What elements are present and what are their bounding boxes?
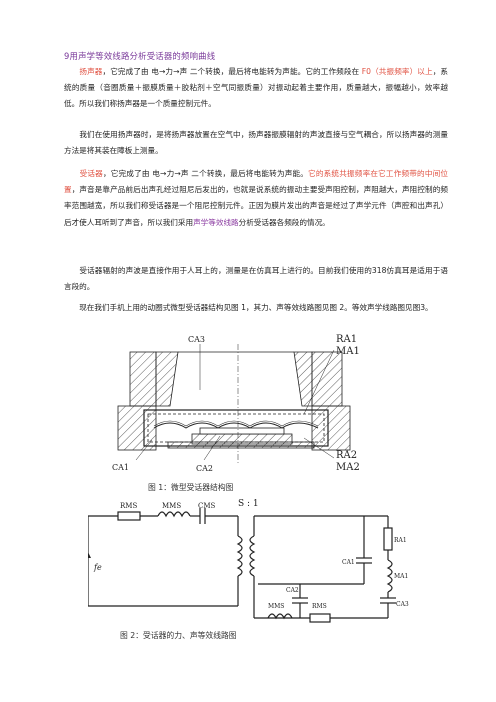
paragraph-figures-intro: 现在我们手机上用的动圈式微型受话器结构见图 1，其力、声等效线路图见图 2。等效…	[64, 300, 448, 316]
label-ma1: MA1	[394, 573, 408, 580]
receiver-structure-diagram: CA3 RA1 MA1 RA2 MA2 CA1 CA2	[112, 334, 360, 473]
label-ca1: CA1	[342, 559, 355, 566]
paragraph-ear-simulator: 受话器辐射的声波是直接作用于人耳上的，测量是在仿真耳上进行的。目前我们使用的31…	[64, 263, 448, 295]
label-turns-ratio: S : 1	[238, 499, 259, 509]
paragraph-speaker-text: ，它完成了由 电→力→声 二个转换，最后将电能转为声能。它的工作频段在	[102, 67, 362, 76]
label-ma2: MA2	[336, 462, 360, 473]
paragraph-figures-intro-text: 现在我们手机上用的动圈式微型受话器结构见图 1，其力、声等效线路图见图 2。等效…	[79, 303, 433, 312]
paragraph-receiver: 受话器，它完成了由 电→力→声 二个转换，最后将电能转为声能。它的系统共振频率在…	[64, 166, 448, 231]
label-mms-top: MMS	[162, 502, 181, 510]
label-ca2: CA2	[286, 587, 299, 594]
label-rms-bottom: RMS	[312, 603, 327, 610]
equivalent-circuit-diagram: RMS MMS CMS S : 1 fe RA1 CA1 MA1 CA2 CA3…	[88, 499, 409, 623]
label-ca3: CA3	[188, 335, 205, 344]
paragraph-ear-simulator-text: 受话器辐射的声波是直接作用于人耳上的，测量是在仿真耳上进行的。目前我们使用的31…	[64, 266, 448, 292]
label-ca3: CA3	[396, 601, 409, 608]
paragraph-speaker-measure: 我们在使用扬声器时，是将扬声器放置在空气中，扬声器振膜辐射的声波直接与空气耦合，…	[64, 127, 448, 159]
figure1-caption: 图 1：微型受话器结构图	[148, 483, 234, 492]
label-rms-top: RMS	[120, 502, 137, 510]
paragraph-receiver-text: ，它完成了由 电→力→声 二个转换，最后将电能转为声能。	[102, 169, 309, 178]
term-receiver: 受话器	[79, 169, 103, 178]
label-ra2: RA2	[336, 450, 357, 461]
term-speaker: 扬声器	[79, 67, 103, 76]
highlight-resonance: 它的系统共振频率在它工作频带的中间位置	[64, 169, 449, 195]
paragraph-speaker: 扬声器，它完成了由 电→力→声 二个转换，最后将电能转为声能。它的工作频段在 F…	[64, 64, 448, 113]
label-mms-bottom: MMS	[268, 603, 284, 610]
label-cms: CMS	[198, 502, 216, 510]
label-force: fe	[93, 563, 102, 572]
label-ra1: RA1	[394, 537, 407, 544]
label-ra1: RA1	[336, 334, 357, 345]
highlight-f0: F0（共振频率）以上	[361, 67, 433, 76]
paragraph-speaker-measure-text: 我们在使用扬声器时，是将扬声器放置在空气中，扬声器振膜辐射的声波直接与空气耦合，…	[64, 130, 449, 156]
paragraph-speaker-tail: ，系统的质量（音圈质量＋振膜质量＋胶粘剂＋空气同振质量）对振动起着主要作用，质量…	[64, 67, 448, 109]
label-ca1: CA1	[112, 463, 129, 472]
highlight-acoustic-circuit: 声学等效线路	[193, 217, 239, 227]
label-ca2: CA2	[196, 464, 213, 473]
section-title: 9用声学等效线路分析受话器的频响曲线	[64, 51, 216, 61]
figure2-caption: 图 2：受话器的力、声等效线路图	[120, 631, 237, 640]
paragraph-receiver-tail: ，声音是靠产品前后出声孔经过阻尼后发出的，也就是说系统的振动主要受声阻控制，声阻…	[64, 185, 448, 227]
paragraph-receiver-tail2: 分析受话器各频段的情况。	[238, 217, 330, 227]
label-ma1: MA1	[336, 346, 360, 357]
